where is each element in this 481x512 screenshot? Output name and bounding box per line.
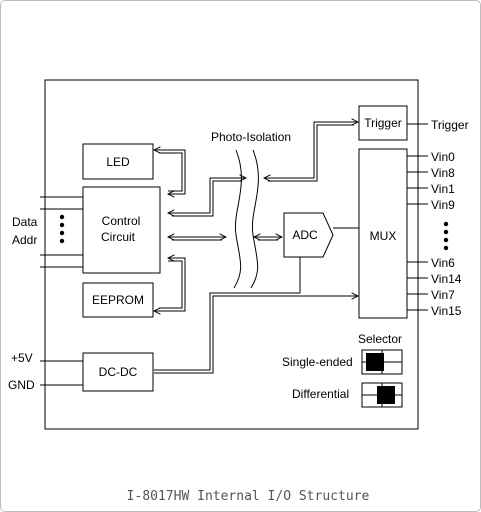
vin8-label: Vin8 xyxy=(431,166,455,180)
gnd-label: GND xyxy=(8,378,35,392)
vin15-label: Vin15 xyxy=(431,304,462,318)
addr-label: Addr xyxy=(12,233,37,247)
vin6-label: Vin6 xyxy=(431,256,455,270)
vin0-label: Vin0 xyxy=(431,150,455,164)
vin9-label: Vin9 xyxy=(431,198,455,212)
dcdc-block xyxy=(82,352,154,392)
plus5v-label: +5V xyxy=(11,351,33,365)
control-label-line1: Control xyxy=(102,214,141,228)
led-block xyxy=(82,143,154,180)
vin-lines xyxy=(407,155,428,311)
selector-title: Selector xyxy=(358,332,402,346)
mux-block xyxy=(358,148,408,319)
led-label: LED xyxy=(106,155,130,169)
vin14-label: Vin14 xyxy=(431,272,462,286)
dcdc-label: DC-DC xyxy=(99,365,138,379)
control-photo-mid-arrow xyxy=(168,237,226,240)
trigger-output-label: Trigger xyxy=(431,118,469,132)
differential-label: Differential xyxy=(292,387,349,401)
adc-label: ADC xyxy=(292,228,318,242)
photo-isolation-label: Photo-Isolation xyxy=(211,130,291,144)
control-circuit-block xyxy=(82,186,161,274)
dcdc-power-arrow xyxy=(154,257,358,374)
eeprom-label: EEPROM xyxy=(92,293,144,307)
differential-jumper xyxy=(361,382,403,408)
photo-trigger-arrow xyxy=(264,122,358,181)
trigger-block xyxy=(358,105,408,141)
data-label: Data xyxy=(12,215,38,229)
vin1-label: Vin1 xyxy=(431,182,455,196)
adc-block xyxy=(283,212,334,258)
eeprom-block xyxy=(82,282,154,318)
photo-adc-arrow xyxy=(254,237,282,240)
eeprom-control-arrow xyxy=(154,258,186,311)
single-ended-jumper xyxy=(361,349,403,375)
bus-ellipsis-dots xyxy=(59,214,65,244)
vin-ellipsis-dots xyxy=(443,221,449,251)
mux-label: MUX xyxy=(370,229,397,243)
data-addr-lines xyxy=(40,196,83,268)
control-label-line2: Circuit xyxy=(101,230,136,244)
trigger-block-label: Trigger xyxy=(364,116,402,130)
figure-caption: I-8017HW Internal I/O Structure xyxy=(127,489,370,504)
single-ended-label: Single-ended xyxy=(282,355,353,369)
connection-arrows xyxy=(154,122,358,374)
control-photo-top-arrow xyxy=(168,178,246,216)
vin7-label: Vin7 xyxy=(431,288,455,302)
